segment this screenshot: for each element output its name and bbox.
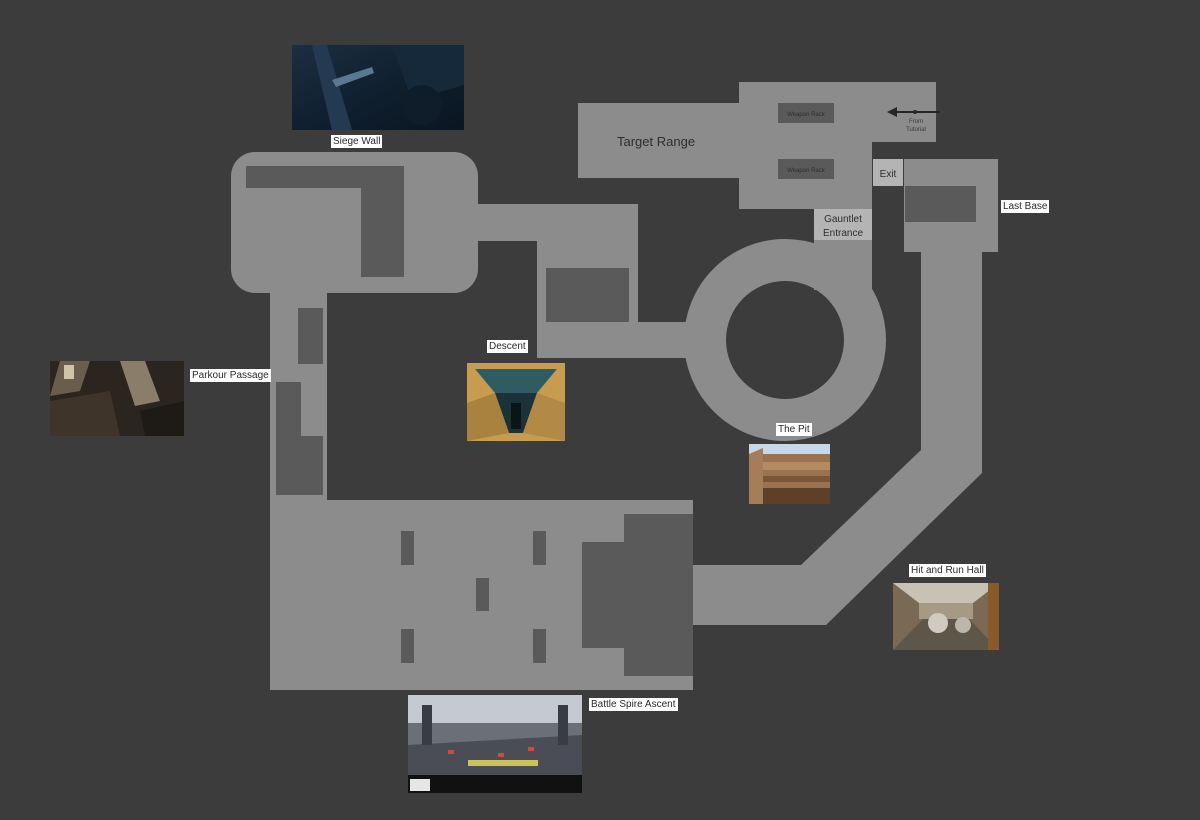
weapon-rack-2-label: Weapon Rack [787,168,826,174]
siege-to-descent-corridor [476,204,538,241]
exit-marker [873,159,903,186]
weapon-rack-2 [778,159,834,179]
weapon-rack-1 [778,103,834,123]
spire-pillar-3 [476,578,489,611]
gauntlet-label-line2: Entrance [823,228,863,239]
target-range-label: Target Range [617,134,695,149]
spire-step-1 [582,542,625,648]
descent-image [467,363,565,441]
exit-label: Exit [880,169,897,180]
spire-pillar-5 [533,629,546,663]
from-tutorial-label-line1: From [909,119,923,125]
label-descent: Descent [487,340,528,353]
target-range-room [578,103,748,178]
parkour-passage-image [50,361,184,436]
parkour-block-2 [276,382,323,495]
hit-and-run-hall-image [893,583,999,650]
descent-pit [546,268,629,322]
siege-wall-image [292,45,464,130]
gauntlet-entrance [814,209,872,240]
gauntlet-label-line1: Gauntlet [824,214,862,225]
label-battle-spire-ascent: Battle Spire Ascent [589,698,678,711]
last-base-block [905,186,976,222]
pit-ring [684,239,886,441]
battle-spire-ascent-image [408,695,582,793]
label-the-pit: The Pit [776,423,812,436]
siege-wall-side [361,166,404,277]
descent-to-pit-corridor [637,322,692,358]
spire-pillar-2 [533,531,546,565]
arrow-left-icon [887,107,940,117]
label-siege-wall: Siege Wall [331,135,383,148]
label-hit-and-run-hall: Hit and Run Hall [909,564,986,577]
spire-pillar-4 [401,629,414,663]
hit-and-run-corridor [693,252,982,625]
the-pit-image [749,444,830,504]
label-parkour-passage: Parkour Passage [190,369,271,382]
weapon-rack-1-label: Weapon Rack [787,112,826,118]
parkour-block-1 [298,308,323,364]
spire-pillar-1 [401,531,414,565]
label-last-base: Last Base [1001,200,1050,213]
from-tutorial-label-line2: Tutorial [906,127,926,133]
spire-step-2 [624,514,693,676]
